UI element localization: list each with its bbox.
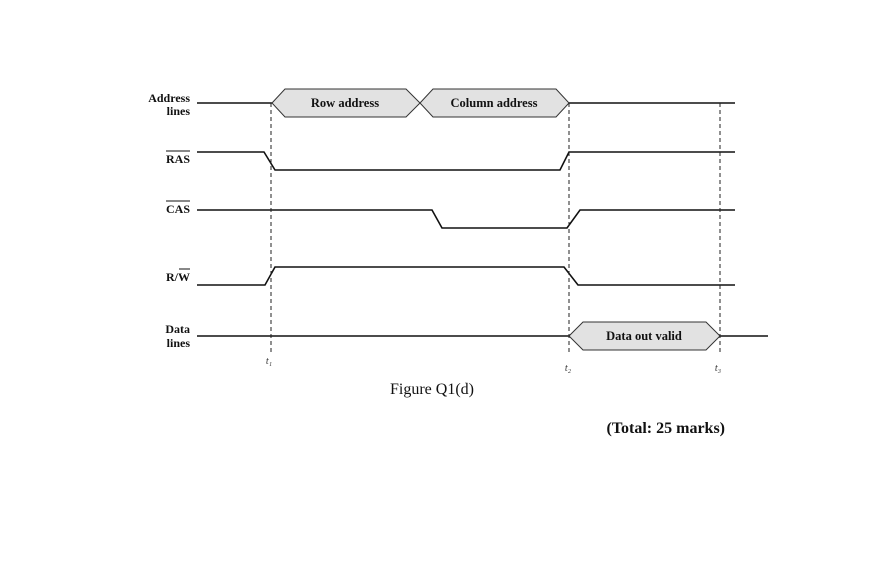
t2-label: t₂: [565, 363, 572, 374]
column-address-label: Column address: [451, 96, 538, 110]
figure-caption: Figure Q1(d): [390, 381, 474, 398]
data-lines-label-line2: lines: [167, 336, 191, 350]
ras-waveform: [197, 151, 735, 171]
cas-waveform: [197, 209, 735, 229]
rw-waveform: [197, 266, 735, 286]
address-lines-label-line2: lines: [167, 104, 191, 118]
row-address-label: Row address: [311, 96, 379, 110]
data-lines-label-line1: Data: [165, 322, 190, 336]
ras-label: RAS: [166, 152, 190, 166]
address-lines-label-line1: Address: [148, 91, 190, 105]
cas-label: CAS: [166, 202, 190, 216]
total-marks: (Total: 25 marks): [606, 420, 725, 437]
t3-label: t₃: [715, 363, 722, 374]
data-out-valid-label: Data out valid: [606, 329, 682, 343]
rw-label: R/W: [166, 270, 190, 284]
t1-label: t₁: [266, 356, 272, 367]
